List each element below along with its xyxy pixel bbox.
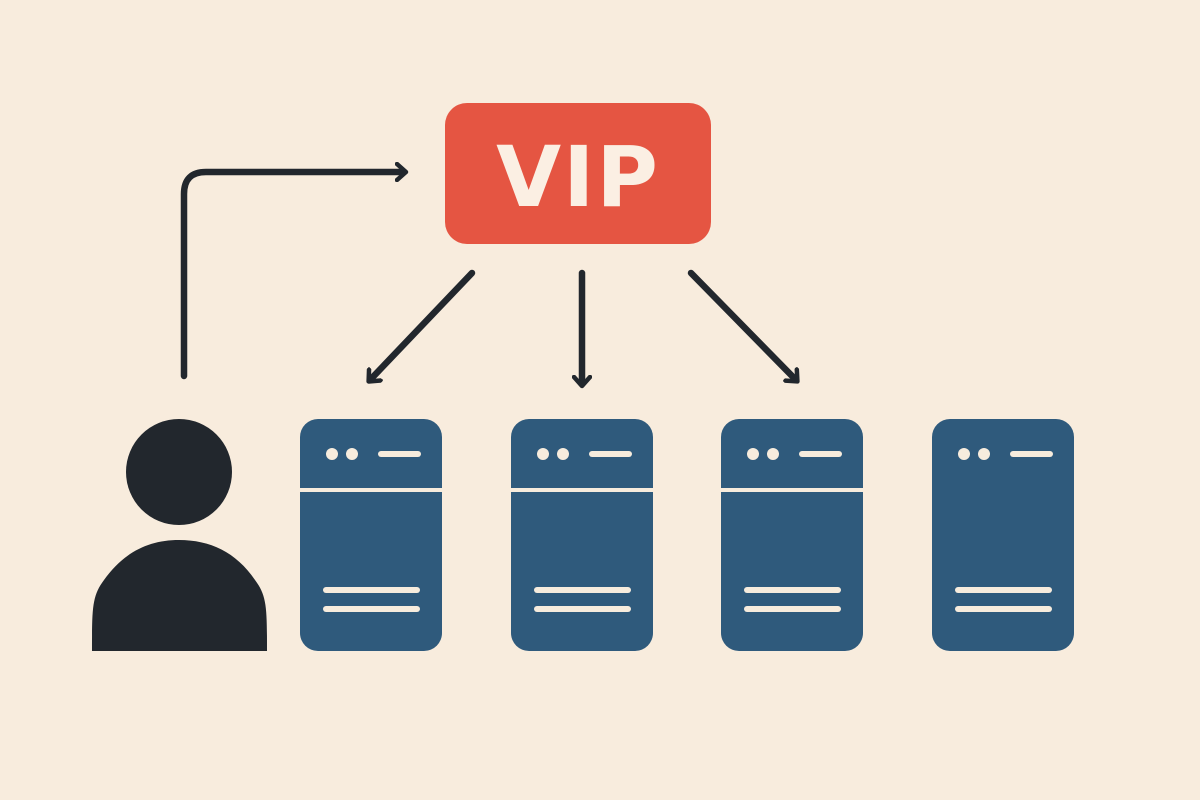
server-status-dot [557,448,569,460]
server-2 [511,419,653,651]
server-status-dot [978,448,990,460]
vip-box [445,103,711,244]
vip-to-server-1-arrow [370,269,476,380]
user-icon [92,419,267,651]
server-status-dot [767,448,779,460]
vip-to-server-3-arrow [687,269,796,380]
server-group [300,419,1074,651]
user-head [126,419,232,525]
user-to-vip-arrow [180,172,404,380]
server-status-dot [537,448,549,460]
server-3 [721,419,863,651]
server-1 [300,419,442,651]
server-status-dot [326,448,338,460]
server-4 [932,419,1074,651]
server-status-dot [747,448,759,460]
user-body [92,540,267,651]
server-status-dot [958,448,970,460]
vip-label: VIP [496,128,660,226]
server-status-dot [346,448,358,460]
